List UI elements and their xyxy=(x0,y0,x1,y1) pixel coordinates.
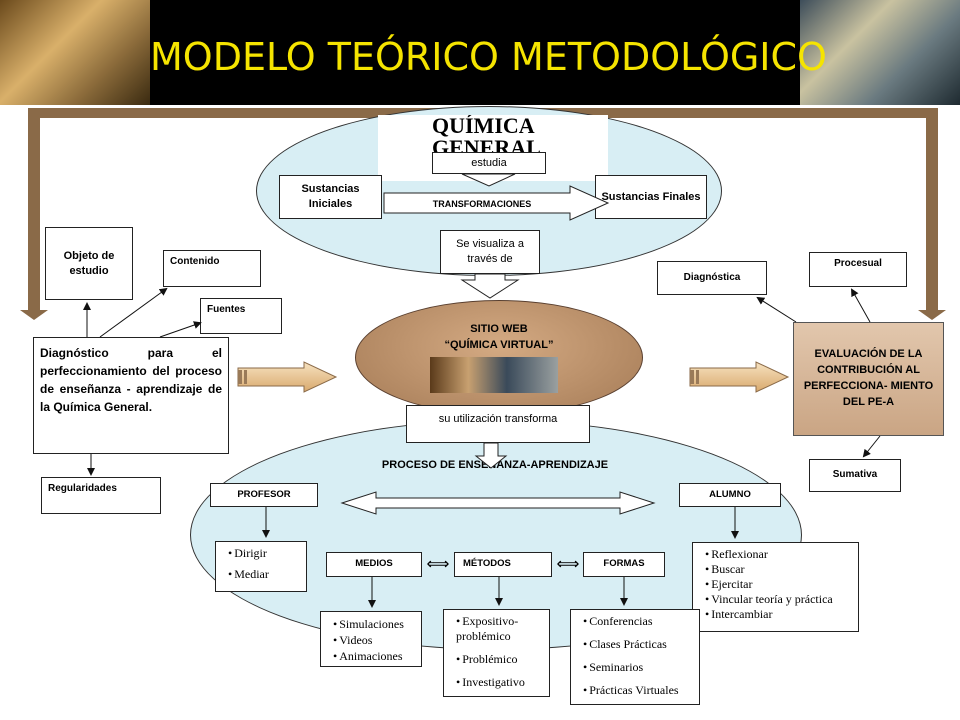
list-item: Mediar xyxy=(228,567,300,582)
frame-right xyxy=(926,108,938,313)
lab-photo xyxy=(0,0,150,105)
diagnostico-box: Diagnóstico para el perfeccionamiento de… xyxy=(33,337,229,454)
list-item: Animaciones xyxy=(333,648,415,664)
list-item: Videos xyxy=(333,632,415,648)
alumno-list: Reflexionar Buscar Ejercitar Vincular te… xyxy=(692,542,859,632)
procesual-box: Procesual xyxy=(809,252,907,287)
bidirectional-arrow-icon: ⟺ xyxy=(426,556,450,573)
quimica-virtual-title: “QUÍMICA VIRTUAL” xyxy=(444,338,554,351)
list-item: Expositivo-problémico xyxy=(456,614,543,644)
profesor-box: PROFESOR xyxy=(210,483,318,507)
list-item: Investigativo xyxy=(456,675,543,690)
computer-photo xyxy=(800,0,960,105)
sitio-web-label: SITIO WEB “QUÍMICA VIRTUAL” xyxy=(400,322,598,354)
list-item: Ejercitar xyxy=(705,577,852,592)
list-item: Prácticas Virtuales xyxy=(583,683,693,698)
utilizacion-label: su utilización transforma xyxy=(406,405,590,443)
formas-box: FORMAS xyxy=(583,552,665,577)
frame-left xyxy=(28,108,40,313)
list-item: Seminarios xyxy=(583,660,693,675)
proceso-title: PROCESO DE ENSEÑANZA-APRENDIZAJE xyxy=(381,459,609,471)
metodos-list: Expositivo-problémico Problémico Investi… xyxy=(443,609,550,697)
list-item: Intercambiar xyxy=(705,607,852,622)
profesor-list: Dirigir Mediar xyxy=(215,541,307,592)
alumno-box: ALUMNO xyxy=(679,483,781,507)
fuentes-box: Fuentes xyxy=(200,298,282,334)
visualiza-arrow xyxy=(460,273,520,299)
list-item: Conferencias xyxy=(583,614,693,629)
estudia-label: estudia xyxy=(432,152,546,174)
list-item: Clases Prácticas xyxy=(583,637,693,652)
sustancias-iniciales-box: Sustancias Iniciales xyxy=(279,175,382,219)
list-item: Buscar xyxy=(705,562,852,577)
sitio-web-image xyxy=(430,357,558,393)
regularidades-box: Regularidades xyxy=(41,477,161,514)
objeto-estudio-box: Objeto de estudio xyxy=(45,227,133,300)
web-to-evaluacion-arrow xyxy=(689,361,790,393)
list-item: Reflexionar xyxy=(705,547,852,562)
metodos-box: MÉTODOS xyxy=(454,552,552,577)
medios-list: Simulaciones Videos Animaciones xyxy=(320,611,422,667)
diagnostica-box: Diagnóstica xyxy=(657,261,767,295)
formas-list: Conferencias Clases Prácticas Seminarios… xyxy=(570,609,700,705)
evaluacion-box: EVALUACIÓN DE LA CONTRIBUCIÓN AL PERFECC… xyxy=(793,322,944,436)
visualiza-label: Se visualiza a través de xyxy=(440,230,540,274)
sustancias-finales-box: Sustancias Finales xyxy=(595,175,707,219)
sumativa-box: Sumativa xyxy=(809,459,901,492)
bidirectional-arrow-icon: ⟺ xyxy=(556,556,580,573)
contenido-box: Contenido xyxy=(163,250,261,287)
medios-box: MEDIOS xyxy=(326,552,422,577)
list-item: Vincular teoría y práctica xyxy=(705,592,852,607)
list-item: Simulaciones xyxy=(333,616,415,632)
sitio-web-title: SITIO WEB xyxy=(470,323,528,335)
page-title: MODELO TEÓRICO METODOLÓGICO xyxy=(150,35,827,79)
diagnostico-to-web-arrow xyxy=(237,361,338,393)
list-item: Dirigir xyxy=(228,546,300,561)
transformaciones-label: TRANSFORMACIONES xyxy=(432,199,532,209)
list-item: Problémico xyxy=(456,652,543,667)
